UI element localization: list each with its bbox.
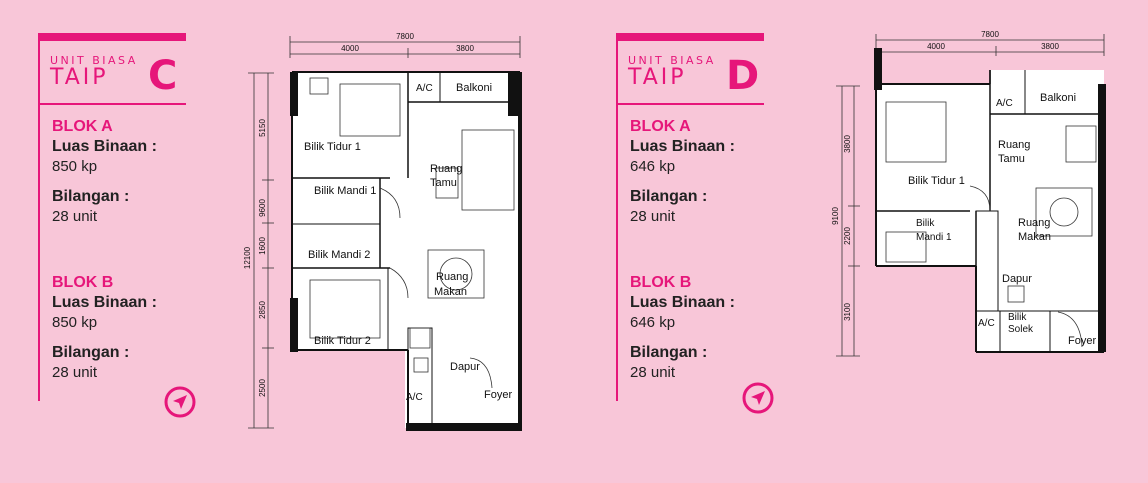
luas-label: Luas Binaan : [52,138,157,155]
luas-label: Luas Binaan : [52,294,157,311]
dim-left: 4000 [927,42,945,51]
dim-v5: 2500 [258,379,267,397]
room-ac2: A/C [978,318,995,329]
room-balkoni: Balkoni [456,82,492,94]
blok-title: BLOK A [630,118,691,135]
blok-title: BLOK B [630,274,692,291]
room-tamu: Tamu [430,177,457,189]
room-ruang-makan-1: Ruang [1018,217,1050,229]
room-bilik-mandi-2: Bilik Mandi 2 [308,249,370,261]
dim-right: 3800 [456,44,474,53]
dim-v1: 5150 [258,119,267,137]
bilangan-label: Bilangan : [630,344,708,361]
room-ac2: A/C [406,392,423,403]
unit-letter: D [726,53,760,99]
dim-right: 3800 [1041,42,1059,51]
room-foyer: Foyer [1068,335,1096,347]
bilangan-label: Bilangan : [52,188,130,205]
room-bilik-mandi-2: Mandi 1 [916,232,952,243]
divider [616,103,764,105]
dim-v3: 1600 [258,237,267,255]
luas-value: 850 kp [52,314,98,331]
room-ruang-makan-1: Ruang [436,271,468,283]
bilangan-label: Bilangan : [52,344,130,361]
dim-left: 4000 [341,44,359,53]
bilangan-label: Bilangan : [630,188,708,205]
dim-v3: 3100 [843,303,852,321]
blok-b-info: BLOK B Luas Binaan : 850 kp Bilangan : 2… [52,273,157,383]
accent-bar [616,33,764,41]
unit-c-panel: UNIT BIASA TAIP C BLOK A Luas Binaan : 8… [38,33,188,401]
room-ruang-tamu-1: Ruang [998,139,1030,151]
blok-title: BLOK B [52,274,114,291]
bilangan-value: 28 unit [52,364,98,381]
room-bilik-solek-2: Solek [1008,324,1034,335]
bilangan-value: 28 unit [52,208,98,225]
room-bilik-mandi-1: Bilik Mandi 1 [314,185,376,197]
luas-label: Luas Binaan : [630,294,735,311]
room-ruang-makan-2: Makan [1018,231,1051,243]
blok-b-info: BLOK B Luas Binaan : 646 kp Bilangan : 2… [630,273,735,383]
room-bilik-tidur-1: Bilik Tidur 1 [304,141,361,153]
unit-subtitle: UNIT BIASA [50,54,138,67]
dim-v2: 2200 [843,227,852,245]
dim-total: 7800 [981,30,999,39]
dim-total-v: 12100 [243,246,252,269]
divider [38,103,186,105]
unit-taip: TAIP [50,65,109,90]
floor-plan-c: 7800 4000 3800 12100 5150 9600 1600 2850… [243,32,522,431]
accent-line [616,33,618,401]
compass-icon [164,386,196,418]
luas-value: 646 kp [630,158,676,175]
compass-icon [742,382,774,414]
room-ac1: A/C [416,83,433,94]
room-balkoni: Balkoni [1040,92,1076,104]
bilangan-value: 28 unit [630,364,676,381]
accent-line [38,33,40,401]
floor-plan-d: 7800 4000 3800 9100 3800 2200 3100 [831,30,1106,357]
dim-total: 7800 [396,32,414,41]
bilangan-value: 28 unit [630,208,676,225]
unit-letter: C [148,53,178,99]
dim-v1: 3800 [843,135,852,153]
room-ruang-tamu-2: Tamu [998,153,1025,165]
dim-v4: 2850 [258,301,267,319]
room-dapur: Dapur [1002,273,1032,285]
dim-v2: 9600 [258,199,267,217]
unit-d-panel: UNIT BIASA TAIP D BLOK A Luas Binaan : 6… [616,33,766,401]
blok-a-info: BLOK A Luas Binaan : 850 kp Bilangan : 2… [52,117,157,227]
blok-title: BLOK A [52,118,113,135]
luas-value: 646 kp [630,314,676,331]
luas-label: Luas Binaan : [630,138,735,155]
room-bilik-tidur-2: Bilik Tidur 2 [314,335,371,347]
room-ruang: Ruang [430,163,462,175]
dim-total-v: 9100 [831,207,840,225]
room-dapur: Dapur [450,361,480,373]
room-bilik-mandi-1: Bilik [916,218,935,229]
room-ac1: A/C [996,98,1013,109]
room-bilik-tidur-1: Bilik Tidur 1 [908,175,965,187]
room-foyer: Foyer [484,389,512,401]
unit-subtitle: UNIT BIASA [628,54,716,67]
blok-a-info: BLOK A Luas Binaan : 646 kp Bilangan : 2… [630,117,735,227]
luas-value: 850 kp [52,158,98,175]
room-bilik-solek-1: Bilik [1008,312,1027,323]
accent-bar [38,33,186,41]
unit-taip: TAIP [628,65,687,90]
room-ruang-makan-2: Makan [434,286,467,298]
